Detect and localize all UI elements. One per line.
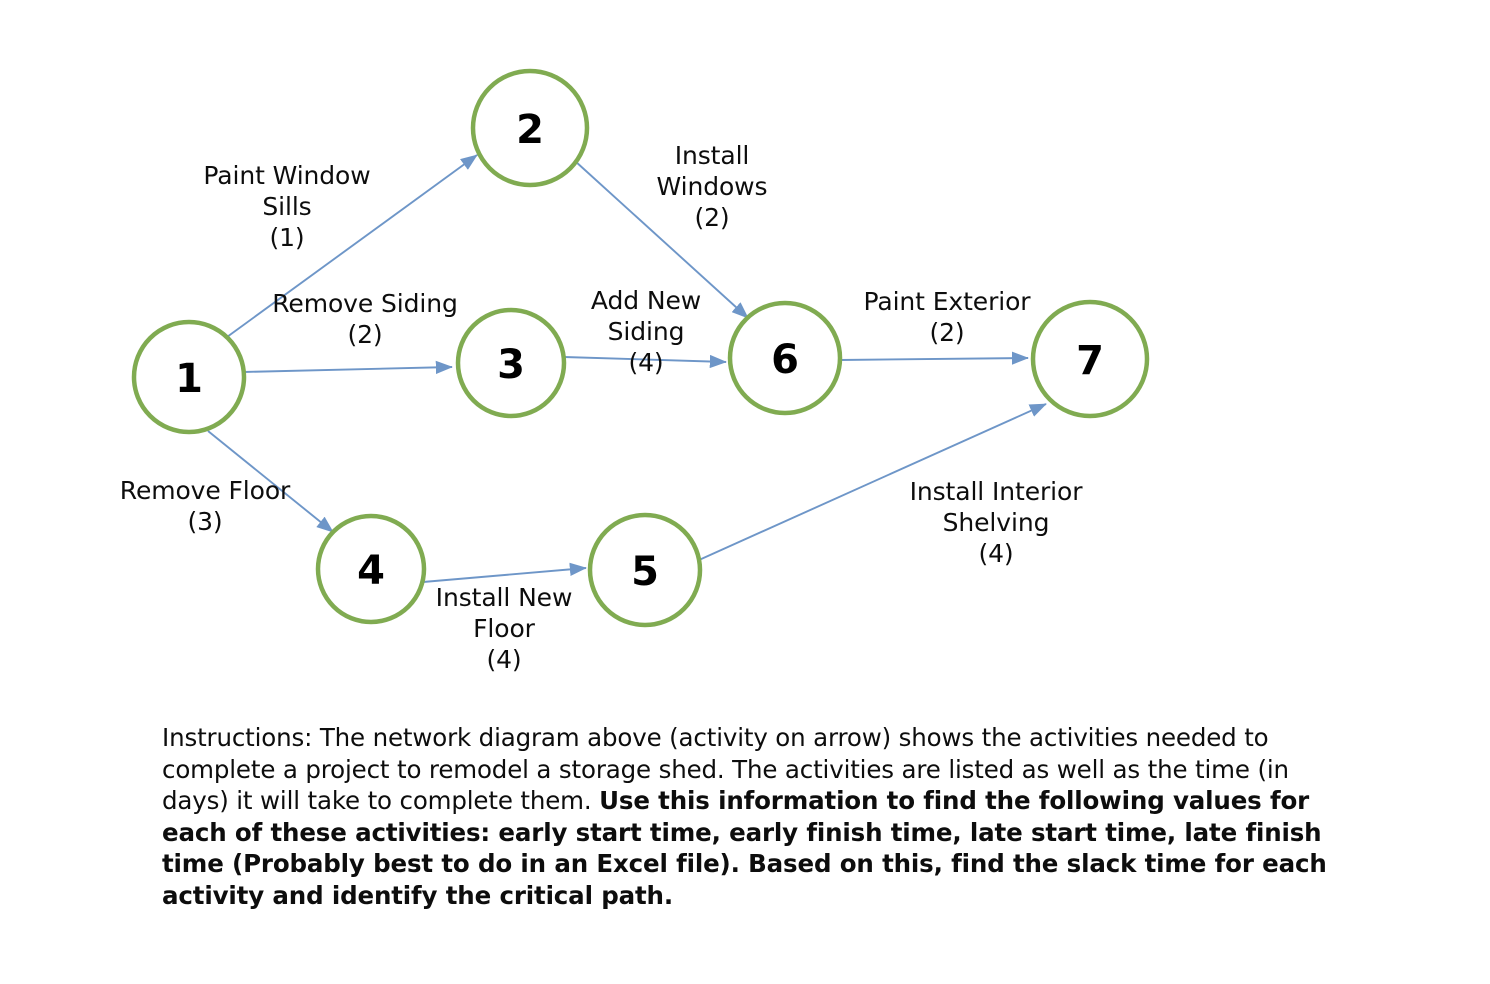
edge-label-install-windows: Install Windows (2) bbox=[656, 141, 768, 232]
node-7[interactable]: 7 bbox=[1030, 299, 1150, 419]
edge-1-to-2 bbox=[226, 154, 478, 338]
node-6[interactable]: 6 bbox=[727, 300, 843, 416]
edge-4-to-5 bbox=[422, 562, 587, 583]
edge-label-paint-window-sills: Paint Window Sills (1) bbox=[203, 161, 371, 252]
edges-layer bbox=[207, 154, 1047, 583]
instructions-bold-text: Use this information to find the followi… bbox=[162, 786, 1327, 910]
node-1-label: 1 bbox=[175, 356, 203, 402]
node-6-label: 6 bbox=[771, 337, 799, 383]
node-3[interactable]: 3 bbox=[455, 307, 567, 419]
node-7-label: 7 bbox=[1076, 338, 1104, 384]
edge-6-to-7 bbox=[839, 351, 1029, 365]
node-5-label: 5 bbox=[631, 549, 659, 595]
edge-1-to-4 bbox=[207, 430, 334, 533]
network-diagram-svg: 1 2 3 4 5 6 7 bbox=[131, 68, 1150, 628]
node-4-circle[interactable] bbox=[315, 513, 427, 625]
edge-1-to-3 bbox=[243, 360, 453, 375]
edge-5-to-7 bbox=[698, 403, 1047, 561]
node-2[interactable]: 2 bbox=[470, 68, 590, 188]
instructions-paragraph: Instructions: The network diagram above … bbox=[162, 722, 1337, 911]
node-5-circle[interactable] bbox=[587, 512, 703, 628]
node-4[interactable]: 4 bbox=[315, 513, 427, 625]
node-6-circle[interactable] bbox=[727, 300, 843, 416]
edge-label-install-interior-shelving: Install Interior Shelving (4) bbox=[909, 477, 1083, 568]
node-2-label: 2 bbox=[516, 107, 544, 153]
edge-label-remove-siding: Remove Siding (2) bbox=[272, 289, 458, 349]
node-7-circle[interactable] bbox=[1030, 299, 1150, 419]
node-1[interactable]: 1 bbox=[131, 319, 247, 435]
instructions-normal-text: Instructions: The network diagram above … bbox=[162, 723, 1289, 815]
edge-label-paint-exterior: Paint Exterior (2) bbox=[863, 287, 1031, 347]
node-3-circle[interactable] bbox=[455, 307, 567, 419]
nodes-layer: 1 2 3 4 5 6 7 bbox=[131, 68, 1150, 628]
node-1-circle[interactable] bbox=[131, 319, 247, 435]
node-5[interactable]: 5 bbox=[587, 512, 703, 628]
edge-2-to-6 bbox=[574, 160, 749, 319]
edge-label-add-new-siding: Add New Siding (4) bbox=[590, 286, 702, 377]
node-2-circle[interactable] bbox=[470, 68, 590, 188]
edge-3-to-6 bbox=[563, 354, 727, 369]
edge-label-remove-floor: Remove Floor (3) bbox=[119, 476, 291, 536]
node-4-label: 4 bbox=[357, 548, 385, 594]
edge-label-install-new-floor: Install New Floor (4) bbox=[435, 583, 573, 674]
node-3-label: 3 bbox=[497, 342, 525, 388]
